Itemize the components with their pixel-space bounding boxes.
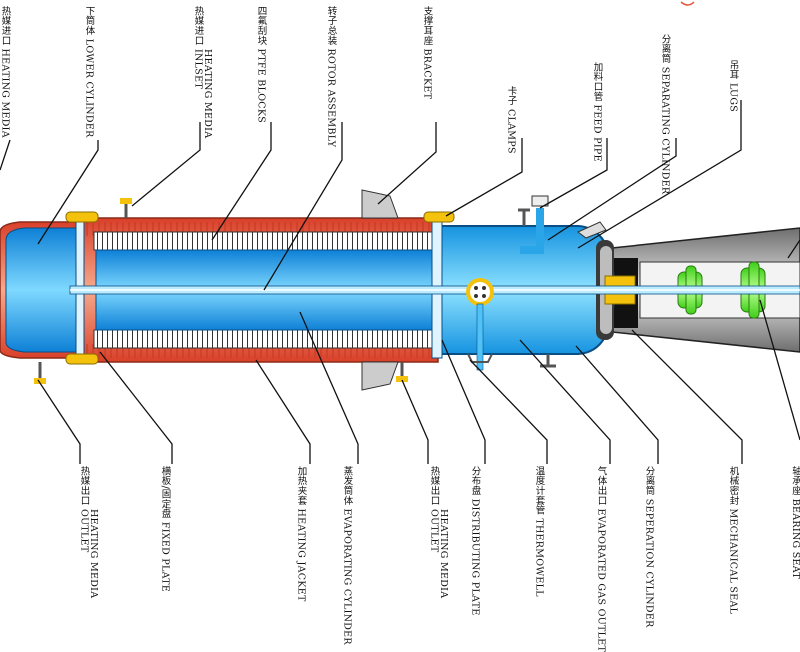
label-lugs: 吊耳 LUGS: [727, 60, 739, 113]
label-clamps: 卡子 CLAMPS: [505, 86, 517, 154]
label-clamps-cn: 卡子: [505, 86, 517, 106]
label-bracket: 支撑耳座 BRACKET: [421, 6, 433, 100]
label-heating-media-inlset-cn: 热媒进口: [192, 6, 204, 46]
label-heating-media-outlet-1: 热媒出口 HEATING MEDIA OUTLET: [64, 466, 100, 599]
label-fixed-plate-en: FIXED PLATE: [159, 521, 171, 593]
label-separating-cylinder-en: SEPARATING CYLINDER: [659, 66, 671, 195]
label-rotor-assembly-en: ROTOR ASSEMBLY: [325, 48, 337, 148]
label-distributing-plate: 分布盘 DISTRIBUTING PLATE: [469, 466, 481, 616]
label-heating-media-outlet-1-cn: 热媒出口: [78, 466, 90, 506]
evaporator-diagram: [0, 1, 800, 464]
label-heating-jacket: 加热夹套 HEATING JACKET: [295, 466, 307, 602]
label-evaporating-cylinder-cn: 蒸发筒体: [341, 466, 353, 506]
label-heating-media-inlet: 热媒进口 HEATING MEDIA: [0, 6, 11, 138]
label-heating-media-outlet-2-en: HEATING MEDIA OUTLET: [428, 508, 450, 598]
label-bracket-en: BRACKET: [421, 48, 433, 100]
label-ptfe-blocks: 四氟刮块 PTFE BLOCKS: [255, 6, 267, 124]
label-distributing-plate-cn: 分布盘: [469, 466, 481, 496]
label-fixed-plate-cn: 横板/固定盘: [159, 466, 171, 519]
label-thermowell: 温度计套管 THERMOWELL: [533, 466, 545, 597]
label-heating-media-inlet-en: HEATING MEDIA: [0, 48, 11, 138]
label-mechanical-seal-en: MECHANICAL SEAL: [727, 508, 739, 615]
label-bearing-seat: 轴承座 BEARING SEAT: [784, 466, 800, 579]
label-heating-media-outlet-2: 热媒出口 HEATING MEDIA OUTLET: [414, 466, 450, 599]
label-heating-media-inlet-cn: 热媒进口: [0, 6, 11, 46]
label-ptfe-blocks-cn: 四氟刮块: [255, 6, 267, 46]
label-feed-pipe: 加料口管 FEED PIPE: [591, 62, 603, 162]
label-separating-cylinder-cn: 分离筒: [659, 34, 671, 64]
label-heating-media-inlset: 热媒进口 HEATING MEDIA INLSET: [172, 6, 214, 159]
label-ptfe-blocks-en: PTFE BLOCKS: [255, 48, 267, 124]
leader-lines: [0, 100, 800, 464]
label-separating-cylinder: 分离筒 SEPARATING CYLINDER: [659, 34, 671, 195]
corner-mark: [680, 1, 695, 6]
label-bearing-seat-en: BEARING SEAT: [790, 498, 800, 580]
label-separation-cylinder: 分离筒 SEPERATION CYLINDER: [643, 466, 655, 628]
label-thermowell-en: THERMOWELL: [533, 518, 545, 597]
label-mechanical-seal-cn: 机械密封: [727, 466, 739, 506]
label-fixed-plate: 横板/固定盘 FIXED PLATE: [159, 466, 171, 593]
label-heating-media-inlset-en: HEATING MEDIA INLSET: [192, 48, 214, 138]
label-heating-jacket-en: HEATING JACKET: [295, 508, 307, 602]
label-separation-cylinder-en: SEPERATION CYLINDER: [643, 498, 655, 628]
label-lugs-cn: 吊耳: [727, 60, 739, 80]
label-heating-media-outlet-2-cn: 热媒出口: [428, 466, 440, 506]
label-distributing-plate-en: DISTRIBUTING PLATE: [469, 498, 481, 616]
label-evaporating-cylinder: 蒸发筒体 EVAPORATING CYLINDER: [341, 466, 353, 645]
label-evaporating-cylinder-en: EVAPORATING CYLINDER: [341, 508, 353, 645]
label-separation-cylinder-cn: 分离筒: [643, 466, 655, 496]
label-evaporated-gas-outlet: 气体出口 EVAPORATED GAS OUTLET: [595, 466, 607, 652]
label-feed-pipe-cn: 加料口管: [591, 62, 603, 102]
label-heating-media-outlet-1-en: HEATING MEDIA OUTLET: [78, 508, 100, 598]
label-lower-cylinder-en: LOWER CYLINDER: [83, 38, 95, 138]
thermowell: [466, 278, 494, 371]
label-evaporated-gas-outlet-cn: 气体出口: [595, 466, 607, 506]
separating-cylinder-body: [439, 195, 636, 368]
label-lower-cylinder: 下筒体 LOWER CYLINDER: [83, 6, 95, 138]
label-clamps-en: CLAMPS: [505, 108, 517, 154]
rotor-shaft: [69, 285, 800, 295]
label-feed-pipe-en: FEED PIPE: [591, 104, 603, 162]
label-evaporated-gas-outlet-en: EVAPORATED GAS OUTLET: [595, 508, 607, 652]
label-rotor-assembly-cn: 转子总装: [325, 6, 337, 46]
label-bearing-seat-cn: 轴承座: [790, 466, 800, 496]
label-thermowell-cn: 温度计套管: [533, 466, 545, 515]
label-lower-cylinder-cn: 下筒体: [83, 6, 95, 36]
label-bracket-cn: 支撑耳座: [421, 6, 433, 46]
label-heating-jacket-cn: 加热夹套: [295, 466, 307, 506]
label-lugs-en: LUGS: [727, 82, 739, 113]
label-mechanical-seal: 机械密封 MECHANICAL SEAL: [727, 466, 739, 615]
label-rotor-assembly: 转子总装 ROTOR ASSEMBLY: [325, 6, 337, 148]
